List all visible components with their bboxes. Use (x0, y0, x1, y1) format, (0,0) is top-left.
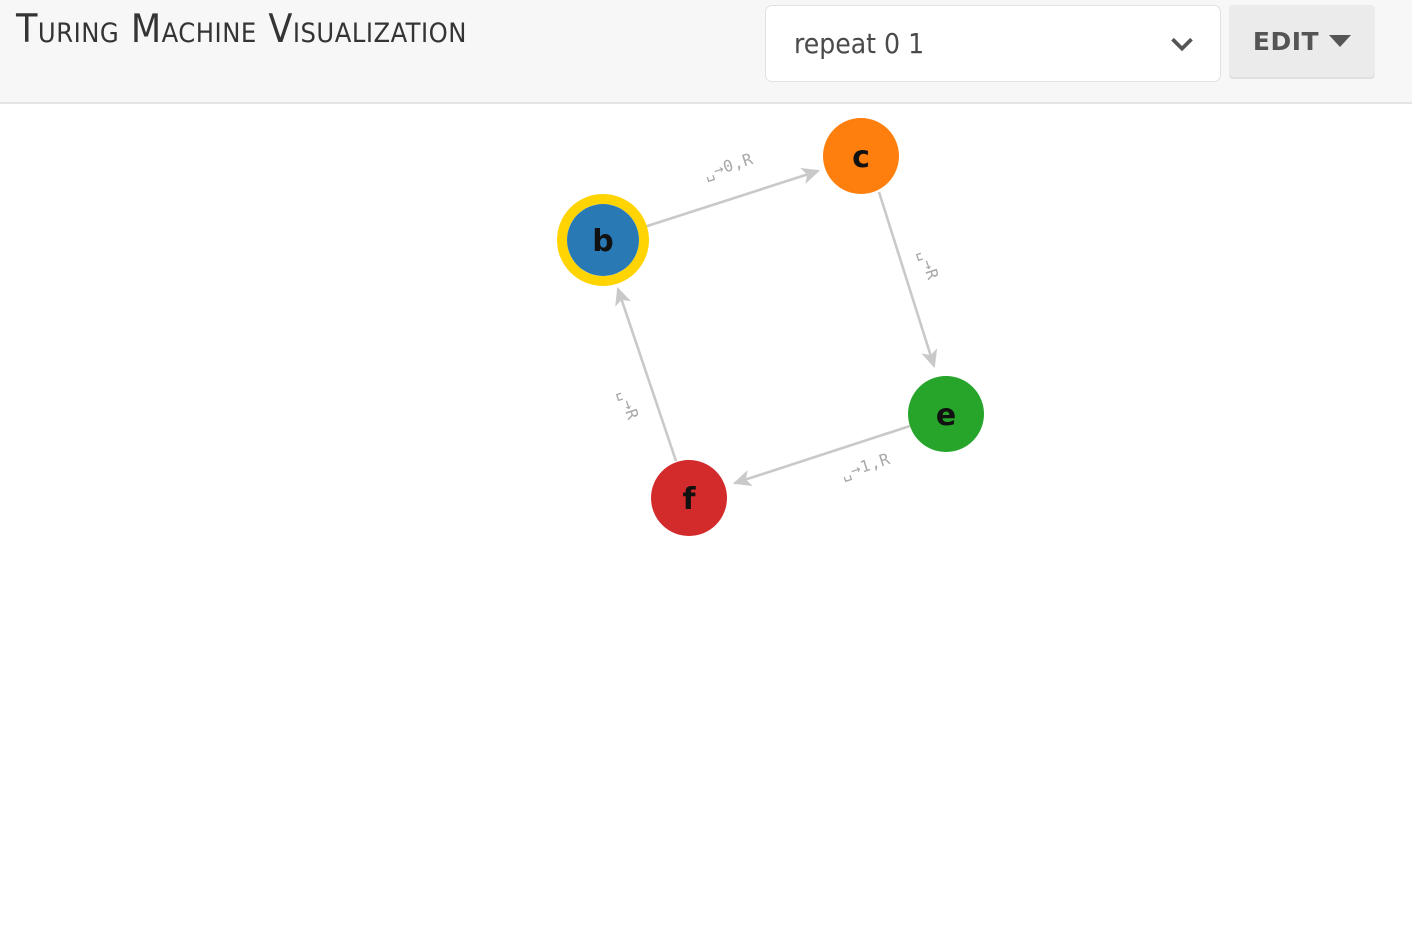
node-c-circle[interactable] (823, 118, 899, 194)
edge-label-e-f: ␣→1,R (838, 449, 892, 483)
state-machine-graph[interactable]: ␣→0,R ␣→R ␣→1,R ␣→R b (0, 104, 1412, 942)
node-c[interactable]: c (823, 118, 899, 194)
machine-select-value: repeat 0 1 (794, 27, 925, 60)
edge-label-b-c: ␣→0,R (701, 149, 755, 183)
chevron-down-icon (1171, 37, 1193, 51)
node-e-label: e (936, 398, 956, 433)
edge-label-f-b: ␣→R (615, 387, 642, 422)
app-header: Turing Machine Visualization repeat 0 1 … (0, 0, 1412, 104)
edge-e-to-f[interactable]: ␣→1,R (732, 424, 911, 486)
node-b[interactable]: b (557, 194, 649, 286)
node-f-circle[interactable] (651, 460, 727, 536)
page-title: Turing Machine Visualization (16, 7, 467, 52)
header-controls: repeat 0 1 EDIT (765, 5, 1375, 82)
edge-c-to-e[interactable]: ␣→R (877, 191, 943, 369)
node-b-active-ring (557, 194, 649, 286)
node-e-circle[interactable] (908, 376, 984, 452)
graph-edges: ␣→0,R ␣→R ␣→1,R ␣→R (615, 149, 943, 486)
node-b-label: b (592, 224, 613, 259)
graph-nodes: b c e f (557, 118, 984, 536)
node-f[interactable]: f (651, 460, 727, 536)
edge-label-c-e: ␣→R (915, 247, 942, 282)
edge-f-to-b[interactable]: ␣→R (615, 286, 678, 462)
edit-button[interactable]: EDIT (1229, 5, 1375, 77)
edge-b-to-c[interactable]: ␣→0,R (637, 149, 821, 231)
caret-down-icon (1329, 35, 1352, 47)
node-e[interactable]: e (908, 376, 984, 452)
graph-canvas[interactable]: ␣→0,R ␣→R ␣→1,R ␣→R b (0, 104, 1412, 942)
node-f-label: f (682, 482, 696, 517)
node-b-circle[interactable] (567, 204, 639, 276)
machine-select[interactable]: repeat 0 1 (765, 5, 1221, 82)
node-c-label: c (852, 140, 870, 175)
edit-button-label: EDIT (1252, 26, 1320, 56)
